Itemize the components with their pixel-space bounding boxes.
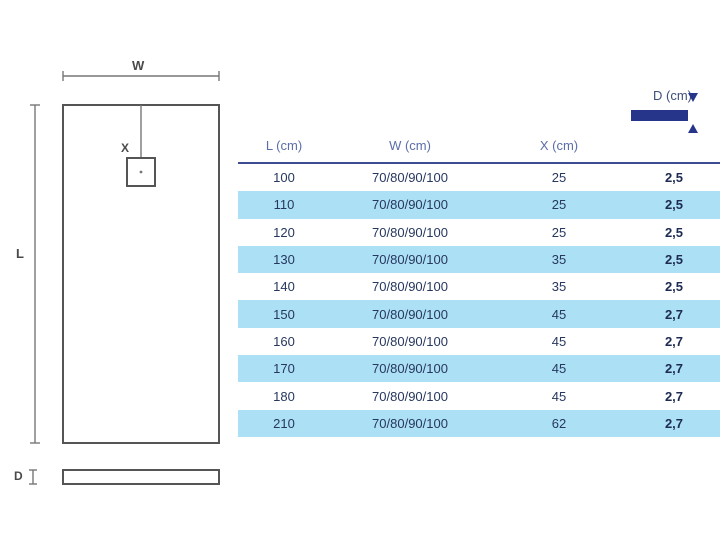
cell-drain-offset: 25 [551,224,567,240]
cell-depth: 2,7 [664,306,684,322]
table-row: 120 70/80/90/100 25 2,5 [238,219,720,246]
cell-length: 160 [273,333,295,349]
cell-length: 100 [273,170,295,186]
cell-depth: 2,7 [664,361,684,377]
cell-width: 70/80/90/100 [372,224,448,240]
thickness-key-caption: D (cm) [653,88,692,103]
column-header-drain-offset: X (cm) [490,138,628,164]
cell-width: 70/80/90/100 [372,252,448,268]
table-row: 130 70/80/90/100 35 2,5 [238,245,720,274]
cell-length: 150 [273,306,295,322]
cell-width: 70/80/90/100 [372,279,448,295]
dimension-table: L (cm) W (cm) X (cm) 100 70/80/90/100 25… [238,138,720,437]
cell-drain-offset: 45 [551,306,567,322]
cell-length: 170 [273,361,295,377]
table-row: 210 70/80/90/100 62 2,7 [238,409,720,437]
table-header-row: L (cm) W (cm) X (cm) [238,138,720,164]
cell-depth: 2,5 [664,197,684,213]
width-dimension-line [62,71,220,81]
cell-width: 70/80/90/100 [372,388,448,404]
cell-drain-offset: 45 [551,388,567,404]
arrow-up-icon [688,124,698,133]
cell-depth: 2,5 [664,279,684,295]
cell-depth: 2,5 [664,224,684,240]
depth-dimension-tick [29,469,37,485]
column-header-depth [628,138,720,164]
cell-length: 210 [273,415,295,431]
table-row: 180 70/80/90/100 45 2,7 [238,382,720,409]
table-row: 110 70/80/90/100 25 2,5 [238,191,720,219]
cell-depth: 2,7 [664,388,684,404]
cell-depth: 2,5 [664,252,684,268]
cell-length: 130 [273,252,295,268]
drain-offset-label: X [121,141,130,155]
depth-dimension-label: D [14,469,24,483]
cell-width: 70/80/90/100 [372,306,448,322]
cell-drain-offset: 25 [551,197,567,213]
cell-drain-offset: 62 [551,415,567,431]
dimension-table-area: D (cm) L (cm) W (cm) X (cm) 100 70/8 [238,88,720,437]
cell-length: 140 [273,279,295,295]
cell-drain-offset: 45 [551,333,567,349]
drain-center-dot [139,170,143,174]
arrow-down-icon [688,93,698,102]
table-row: 150 70/80/90/100 45 2,7 [238,300,720,328]
cell-drain-offset: 35 [551,279,567,295]
table-row: 100 70/80/90/100 25 2,5 [238,163,720,191]
cell-width: 70/80/90/100 [372,197,448,213]
cell-depth: 2,7 [664,415,684,431]
cell-drain-offset: 35 [551,252,567,268]
thickness-key: D (cm) [238,88,720,138]
cell-width: 70/80/90/100 [372,170,448,186]
length-dimension-label: L [16,246,25,261]
table-row: 140 70/80/90/100 35 2,5 [238,273,720,300]
table-row: 160 70/80/90/100 45 2,7 [238,328,720,355]
cell-drain-offset: 25 [551,170,567,186]
drawing-svg [29,71,220,485]
table-row: 170 70/80/90/100 45 2,7 [238,355,720,383]
cell-width: 70/80/90/100 [372,415,448,431]
cell-length: 120 [273,224,295,240]
width-dimension-label: W [132,58,145,73]
cell-depth: 2,5 [664,170,684,186]
thickness-key-bar [631,110,688,121]
cell-drain-offset: 45 [551,361,567,377]
length-dimension-line [30,104,40,444]
technical-drawing: W L X D [0,0,236,540]
cell-width: 70/80/90/100 [372,361,448,377]
column-header-width: W (cm) [330,138,490,164]
side-profile-outline [62,469,220,485]
column-header-length: L (cm) [238,138,330,164]
cell-length: 180 [273,388,295,404]
cell-width: 70/80/90/100 [372,333,448,349]
cell-depth: 2,7 [664,333,684,349]
cell-length: 110 [273,197,295,213]
